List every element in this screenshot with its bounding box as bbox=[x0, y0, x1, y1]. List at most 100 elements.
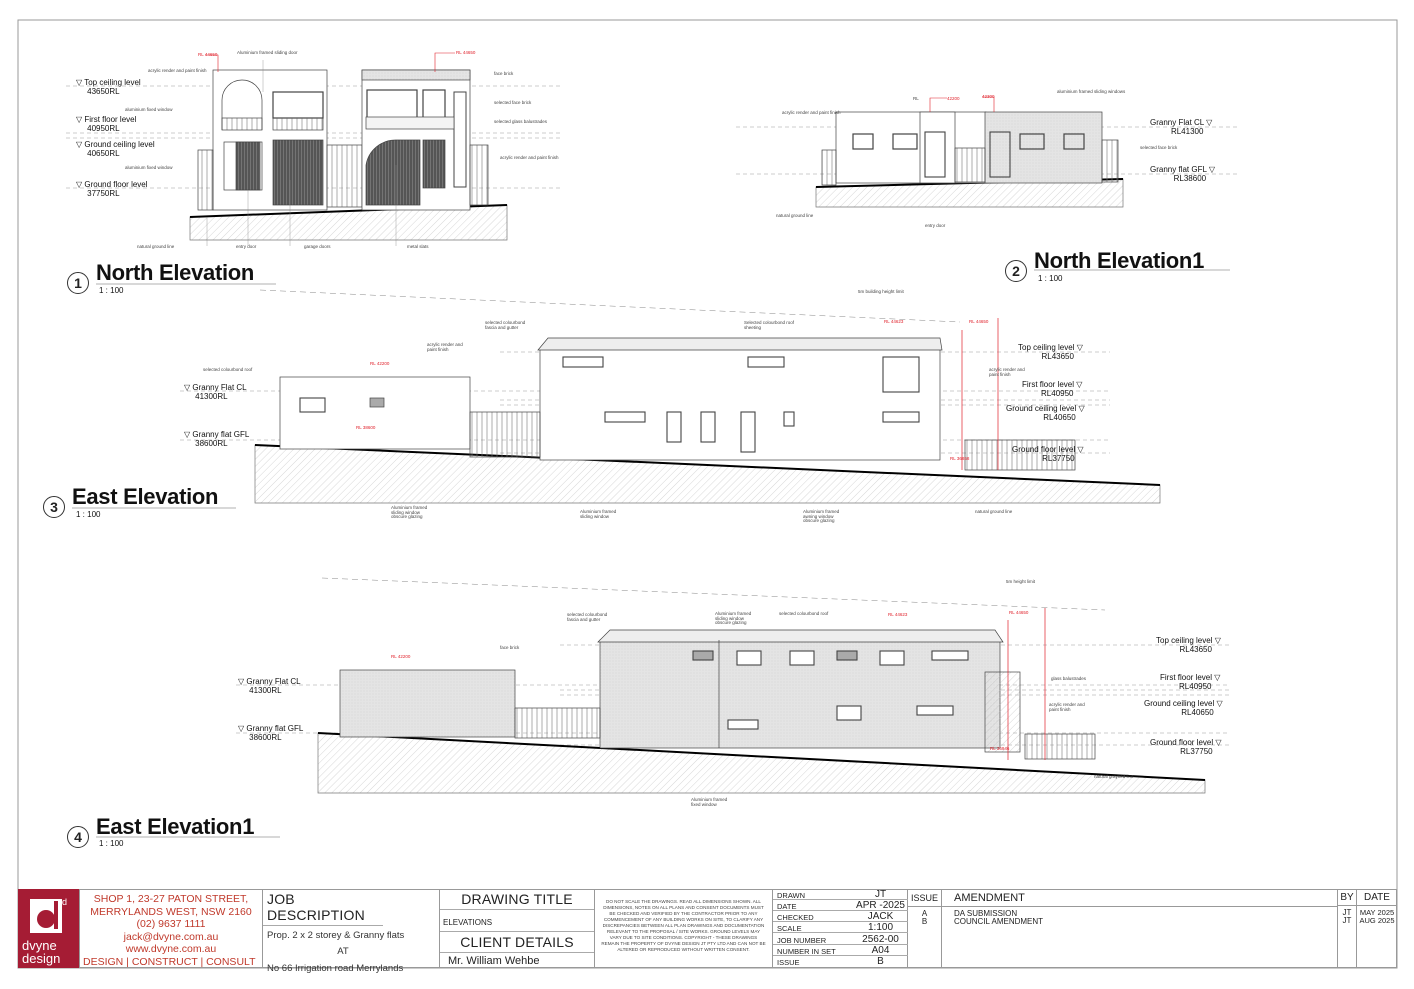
note: selected colourbond roof bbox=[779, 611, 829, 616]
note: acrylic render and paint finish bbox=[1049, 702, 1085, 712]
client-heading: CLIENT DETAILS bbox=[440, 932, 594, 953]
view-title: East Elevation1 bbox=[96, 814, 255, 839]
note: face brick bbox=[494, 71, 514, 76]
job-line: AT bbox=[337, 946, 349, 957]
level-marker: Granny flat GFL ▽RL38600 bbox=[1150, 165, 1215, 183]
rl-annotation: RL 42200 bbox=[391, 654, 411, 659]
level-name: Ground ceiling level bbox=[1006, 404, 1077, 413]
view-scale: 1 : 100 bbox=[76, 510, 101, 519]
level-name: Ground ceiling level bbox=[84, 140, 155, 149]
level-marker: Top ceiling level ▽RL43650 bbox=[1018, 343, 1083, 361]
view-title: North Elevation1 bbox=[1034, 248, 1205, 273]
company-address: SHOP 1, 23-27 PATON STREET, MERRYLANDS W… bbox=[80, 889, 263, 968]
amendment-by: JT bbox=[1342, 908, 1352, 917]
info-value: JT bbox=[874, 889, 887, 900]
view-title: East Elevation bbox=[72, 484, 219, 509]
by-heading: BY bbox=[1338, 889, 1356, 906]
note: entry door bbox=[236, 244, 257, 249]
note: aluminium framed sliding windows bbox=[1057, 89, 1126, 94]
note: Aluminium framed sliding window bbox=[580, 509, 617, 519]
level-marker: Granny Flat CL ▽RL41300 bbox=[1150, 118, 1213, 136]
rl-annotation: RL 44650 bbox=[1009, 610, 1029, 615]
date-heading: DATE bbox=[1357, 889, 1397, 906]
phone: (02) 9637 1111 bbox=[136, 918, 206, 930]
note: acrylic render and paint finish bbox=[427, 342, 463, 352]
issue-column: ISSUE A B bbox=[908, 889, 942, 968]
note: face brick bbox=[500, 645, 520, 650]
level-marker: Ground floor level ▽RL37750 bbox=[1150, 738, 1222, 756]
level-marker: ▽ Ground floor level 37750RL bbox=[76, 180, 148, 198]
note: 5m height limit bbox=[1006, 579, 1036, 584]
level-marker: First floor level ▽RL40950 bbox=[1022, 380, 1083, 398]
level-rl: RL37750 bbox=[1042, 454, 1075, 463]
rl-annotation: RL 36858 bbox=[950, 456, 970, 461]
level-name: Ground floor level bbox=[84, 180, 148, 189]
level-name: Top ceiling level bbox=[84, 78, 141, 87]
rl-annotation: 42200 bbox=[947, 96, 960, 101]
amendment-column: AMENDMENT DA SUBMISSION COUNCIL AMENDMEN… bbox=[942, 889, 1338, 968]
level-name: Ground ceiling level bbox=[1144, 699, 1215, 708]
level-marker: Ground ceiling level ▽RL40650 bbox=[1144, 699, 1223, 717]
level-name: First floor level bbox=[1160, 673, 1213, 682]
level-name: Top ceiling level bbox=[1018, 343, 1075, 352]
level-name: Granny flat GFL bbox=[1150, 165, 1207, 174]
rl-annotation: RL 42200 bbox=[370, 361, 390, 366]
level-marker: ▽ Top ceiling level 43650RL bbox=[76, 78, 141, 96]
amendment-text: DA SUBMISSION bbox=[954, 909, 1018, 918]
disclaimer-text: DO NOT SCALE THE DRAWINGS. READ ALL DIME… bbox=[595, 889, 773, 968]
level-rl: RL43650 bbox=[1179, 645, 1212, 654]
note: Aluminium framed sliding window obscure … bbox=[715, 611, 752, 625]
note: acrylic render and paint finish bbox=[989, 367, 1025, 377]
level-marker: ▽ Granny Flat CL 41300RL bbox=[184, 383, 247, 401]
job-line: Prop. 2 x 2 storey & Granny flats bbox=[267, 930, 405, 941]
note: Aluminium framed fixed window bbox=[691, 797, 728, 807]
date-column: DATE MAY 2025 AUG 2025 bbox=[1357, 889, 1397, 968]
level-name: Ground floor level bbox=[1150, 738, 1214, 747]
level-rl: RL43650 bbox=[1041, 352, 1074, 361]
note: selected face brick bbox=[494, 100, 532, 105]
level-rl: 37750RL bbox=[87, 189, 120, 198]
amendment-date: MAY 2025 bbox=[1359, 908, 1395, 917]
level-marker: ▽ Granny flat GFL 38600RL bbox=[238, 724, 304, 742]
logo-d-icon: d bbox=[30, 897, 67, 933]
view-scale: 1 : 100 bbox=[99, 839, 124, 848]
info-value: A04 bbox=[871, 945, 890, 956]
note: glass balustrades bbox=[1051, 676, 1087, 681]
info-label: JOB NUMBER bbox=[777, 936, 827, 945]
info-value: B bbox=[877, 956, 884, 967]
level-rl: 40950RL bbox=[87, 124, 120, 133]
note: aluminium fixed window bbox=[125, 165, 173, 170]
job-line: No 66 Irrigation road Merrylands bbox=[267, 963, 404, 974]
level-name: Granny flat GFL bbox=[246, 724, 304, 733]
rl-annotation: RL 38600 bbox=[356, 425, 376, 430]
level-rl: 38600RL bbox=[249, 733, 282, 742]
note: selected face brick bbox=[1140, 145, 1178, 150]
info-label: CHECKED bbox=[777, 913, 814, 922]
rl-annotation: RL 44623 bbox=[888, 612, 908, 617]
north-elevation1-drawing bbox=[736, 96, 1240, 271]
by-column: BY JT JT bbox=[1338, 889, 1357, 968]
info-value: JACK bbox=[867, 911, 894, 922]
note: selected glass balustrades bbox=[494, 119, 548, 124]
note: Aluminium framed sliding window obscure … bbox=[391, 505, 428, 519]
level-marker: Ground ceiling level ▽RL40650 bbox=[1006, 404, 1085, 422]
level-rl: RL38600 bbox=[1173, 174, 1207, 183]
level-rl: 41300RL bbox=[195, 392, 228, 401]
amendment-by: JT bbox=[1342, 916, 1352, 925]
level-name: Top ceiling level bbox=[1156, 636, 1213, 645]
info-value: 2562-00 bbox=[862, 934, 899, 945]
address-line: MERRYLANDS WEST, NSW 2160 bbox=[90, 905, 252, 918]
amendment-date: AUG 2025 bbox=[1359, 916, 1395, 925]
view-title: North Elevation bbox=[96, 260, 255, 285]
website: www.dvyne.com.au bbox=[125, 943, 217, 955]
east-elevation-drawing bbox=[72, 289, 1161, 509]
job-heading: JOB DESCRIPTION bbox=[263, 889, 383, 926]
level-name: Granny flat GFL bbox=[192, 430, 250, 439]
amendment-text: COUNCIL AMENDMENT bbox=[954, 917, 1044, 926]
note: acrylic render and paint finish bbox=[148, 68, 207, 73]
note: natural ground line bbox=[776, 213, 814, 218]
level-marker: ▽ First floor level 40950RL bbox=[76, 115, 137, 133]
note: metal slats bbox=[407, 244, 429, 249]
